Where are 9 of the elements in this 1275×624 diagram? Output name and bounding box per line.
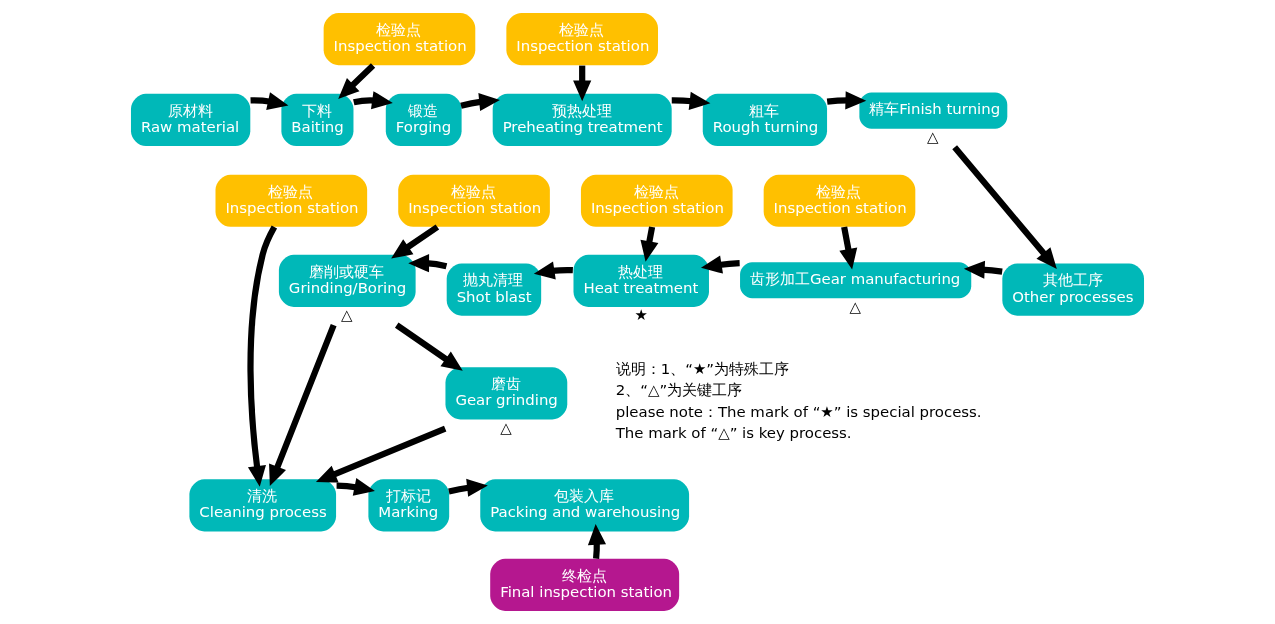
node-label: ★ bbox=[634, 306, 648, 325]
node-label: △ bbox=[849, 297, 861, 316]
label: 说明：1、“★”为特殊工序 bbox=[615, 360, 790, 379]
label: The mark of “△” is key process. bbox=[615, 423, 852, 442]
node-label: △ bbox=[927, 127, 939, 146]
label: please note：The mark of “★” is special process. bbox=[615, 402, 982, 421]
node-label: △ bbox=[341, 306, 353, 325]
node-label: △ bbox=[500, 418, 512, 437]
label: 2、“△”为关键工序 bbox=[615, 381, 743, 400]
